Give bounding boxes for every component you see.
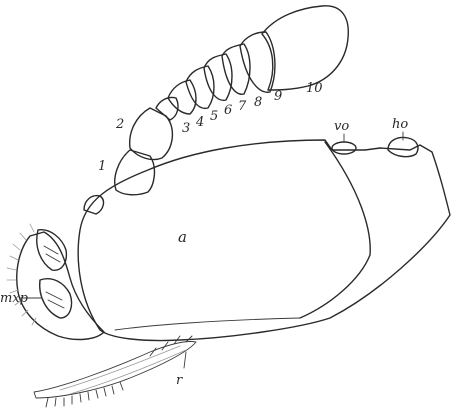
label-segment-2: 2 bbox=[115, 117, 124, 132]
r-pointer bbox=[184, 352, 186, 368]
maxilliped-lower-lobe bbox=[40, 279, 72, 318]
maxilliped-setae bbox=[44, 246, 60, 262]
maxilliped-hairs bbox=[7, 224, 36, 325]
label-vo: vo bbox=[334, 119, 349, 134]
label-r: r bbox=[176, 373, 183, 388]
label-segment-7: 7 bbox=[238, 99, 247, 114]
antenna-base-knob bbox=[84, 196, 103, 214]
antenna-segment bbox=[262, 6, 348, 90]
ventral-appendage bbox=[34, 336, 196, 407]
carapace-outline bbox=[78, 140, 450, 341]
maxilliped bbox=[7, 224, 104, 339]
label-mxp: mxp bbox=[0, 291, 29, 306]
maxilliped-setae bbox=[46, 292, 64, 308]
label-segment-3: 3 bbox=[182, 121, 190, 136]
label-segment-4: 4 bbox=[195, 115, 204, 130]
label-ho: ho bbox=[392, 117, 408, 132]
label-segment-6: 6 bbox=[224, 103, 232, 118]
antenna-segment bbox=[156, 97, 178, 120]
label-segment-5: 5 bbox=[210, 109, 218, 124]
maxilliped-outer bbox=[17, 232, 104, 339]
label-a: a bbox=[178, 228, 187, 246]
antenna-segment bbox=[204, 54, 232, 100]
carapace-fold bbox=[115, 318, 300, 330]
label-segment-9: 9 bbox=[274, 89, 282, 104]
vo-organ bbox=[332, 142, 356, 154]
label-segment-1: 1 bbox=[98, 159, 106, 174]
carapace-ridge bbox=[300, 142, 370, 318]
appendage-setae bbox=[46, 382, 123, 407]
appendage-striations bbox=[60, 346, 186, 394]
appendage-outline bbox=[34, 341, 196, 398]
label-segment-8: 8 bbox=[254, 95, 262, 110]
label-segment-10: 10 bbox=[306, 81, 323, 96]
antenna-segment bbox=[115, 150, 155, 195]
